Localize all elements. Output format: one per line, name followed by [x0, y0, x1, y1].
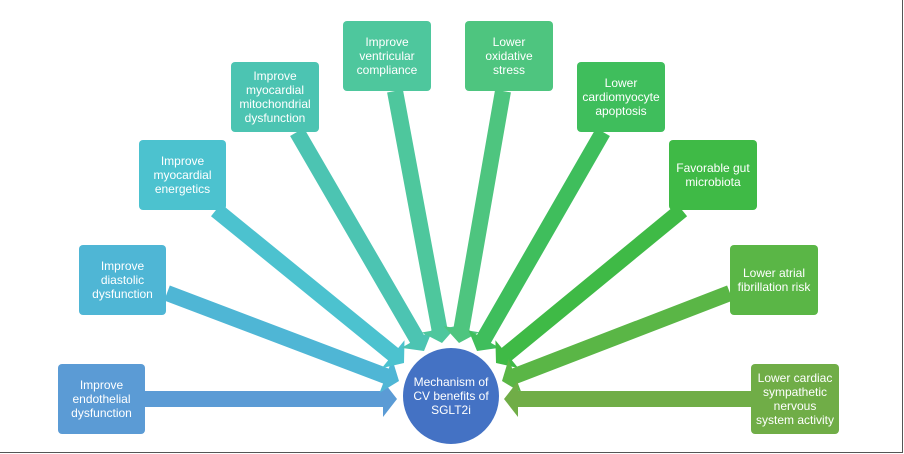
node-oxidative: Lower oxidative stress [465, 21, 553, 91]
node-sympathetic: Lower cardiac sympathetic nervous system… [751, 364, 839, 434]
node-mitochondrial: Improve myocardial mitochondrial dysfunc… [231, 62, 319, 132]
arrow-3 [290, 128, 433, 351]
arrow-6 [468, 128, 610, 351]
arrow-2 [211, 203, 405, 369]
hub-circle: Mechanism of CV benefits of SGLT2i [402, 347, 500, 445]
node-atrial-fibrillation: Lower atrial fibrillation risk [730, 245, 818, 315]
arrow-8 [502, 285, 733, 393]
arrow-4 [387, 89, 458, 343]
node-energetics: Improve myocardial energetics [139, 140, 226, 210]
node-endothelial: Improve endothelial dysfunction [58, 364, 145, 434]
node-apoptosis: Lower cardiomyocyte apoptosis [577, 62, 665, 132]
arrow-9 [504, 381, 751, 417]
node-gut-microbiota: Favorable gut microbiota [669, 140, 757, 210]
arrow-5 [443, 89, 511, 343]
node-ventricular: Improve ventricular compliance [343, 21, 431, 91]
node-diastolic: Improve diastolic dysfunction [79, 245, 166, 315]
arrow-7 [495, 203, 688, 368]
arrow-1 [164, 285, 399, 393]
arrow-0 [145, 381, 397, 417]
